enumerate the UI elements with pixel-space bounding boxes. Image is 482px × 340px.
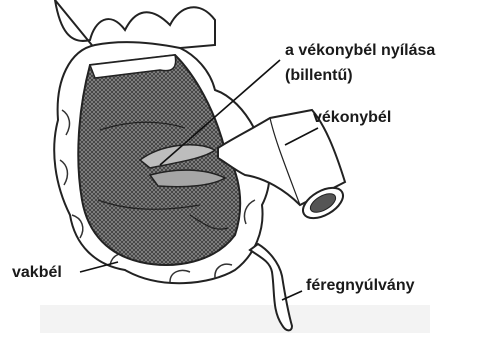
label-small-intestine: vékonybél xyxy=(313,107,391,129)
label-appendix: féregnyúlvány xyxy=(306,275,414,297)
background-smudge xyxy=(40,305,430,333)
label-valve-line2: (billentű) xyxy=(285,65,353,87)
label-cecum: vakbél xyxy=(12,262,62,284)
label-valve-line1: a vékonybél nyílása xyxy=(285,40,435,62)
